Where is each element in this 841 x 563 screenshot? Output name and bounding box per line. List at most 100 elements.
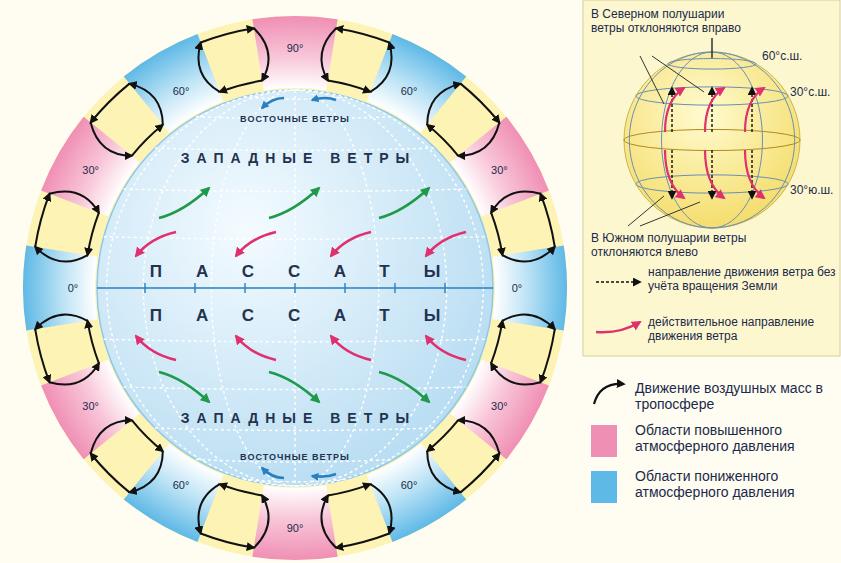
air-flow-arrow: [88, 321, 99, 363]
air-flow-arrow: [130, 451, 163, 492]
latitude-label: 60°: [173, 479, 190, 492]
inset-latitude: 60°с.ш.: [762, 50, 802, 64]
actual-wind-direction: [665, 150, 684, 198]
air-flow-arrow: [91, 123, 132, 156]
air-flow-arrow: [201, 28, 254, 42]
trade-wind-arrow: [236, 336, 276, 360]
air-flow-arrow: [35, 247, 87, 262]
inset-parallel: [668, 59, 756, 70]
air-flow-arrow: [328, 81, 370, 92]
globe: [97, 90, 493, 486]
pressure-belt: [252, 486, 337, 561]
earth-axis: [711, 38, 713, 58]
air-flow-arrow: [201, 534, 254, 548]
air-flow-arrow: [35, 194, 49, 247]
air-flow-arrow: [35, 314, 87, 329]
leader-line: [652, 56, 704, 92]
legend-text: направление движения ветра без учёта вра…: [648, 266, 836, 294]
air-flow-arrow: [461, 84, 500, 123]
equator-tick: [244, 283, 245, 293]
legend-text: Области повышенного атмосферного давлени…: [635, 422, 835, 454]
latitude-label: 30°: [491, 400, 508, 413]
air-flow-arrow: [491, 191, 540, 212]
latitude-label: 90°: [287, 42, 304, 55]
trade-wind-arrow: [236, 232, 276, 256]
direction-no-rotation: [671, 88, 672, 132]
air-flow-arrow: [491, 213, 502, 255]
air-flow-arrow: [254, 28, 269, 80]
legend-swatch: [590, 470, 618, 504]
air-flow-arrow: [502, 247, 554, 262]
leader-line: [640, 202, 700, 226]
westerly-wind-arrow: [159, 188, 209, 218]
air-flow-arrow: [491, 321, 502, 363]
air-flow-arrow: [370, 43, 391, 92]
air-flow-arrow: [91, 420, 132, 453]
air-flow-arrow: [88, 213, 99, 255]
air-flow-arrow: [502, 314, 554, 329]
air-flow-arrow: [370, 484, 391, 533]
air-flow-arrow: [541, 329, 555, 382]
westerly-wind-arrow: [269, 188, 319, 218]
trade-wind-arrow: [136, 232, 176, 256]
wind-belt-label: ПАССАТЫ: [116, 262, 475, 282]
trade-wind-arrow: [331, 232, 371, 256]
air-flow-arrow: [50, 363, 99, 384]
air-flow-arrow: [91, 84, 130, 123]
inset-latitude: 30°ю.ш.: [790, 184, 833, 198]
inset-caption: В Южном полушарии ветры отклоняются влев…: [591, 232, 751, 260]
equator-tick: [344, 283, 345, 293]
inset-panel: [583, 0, 840, 356]
wind-belt-label: ЗАПАДНЫЕ ВЕТРЫ: [174, 150, 416, 166]
air-flow-arrow: [336, 534, 389, 548]
legend-dashed-arrow: [596, 281, 640, 282]
legend-flow-arrow: [594, 384, 624, 404]
direction-no-rotation: [751, 88, 752, 132]
direction-no-rotation: [671, 150, 672, 198]
actual-wind-direction: [665, 88, 684, 132]
air-flow-arrow: [198, 43, 219, 92]
air-flow-arrow: [130, 84, 163, 125]
air-flow-arrow: [91, 454, 130, 493]
westerly-wind-arrow: [269, 372, 319, 402]
equator-tick: [194, 283, 195, 293]
air-flow-arrow: [336, 28, 389, 42]
air-flow-arrow: [321, 495, 336, 547]
actual-wind-direction: [745, 150, 764, 198]
air-flow-arrow: [321, 28, 336, 80]
westerly-wind-arrow: [159, 372, 209, 402]
equator-tick: [444, 283, 445, 293]
latitude-label: 30°: [491, 164, 508, 177]
equator-tick: [144, 283, 145, 293]
legend-swatch: [590, 424, 618, 458]
actual-wind-direction: [705, 88, 724, 132]
legend-text: Области пониженного атмосферного давлени…: [635, 468, 835, 500]
inset-globe: [624, 52, 800, 228]
air-flow-arrow: [220, 81, 262, 92]
air-flow-arrow: [427, 451, 460, 492]
inset-parallel: [624, 129, 800, 150]
direction-no-rotation: [711, 150, 712, 198]
air-flow-arrow: [198, 484, 219, 533]
latitude-label: 60°: [401, 479, 418, 492]
air-flow-arrow: [461, 454, 500, 493]
trade-wind-arrow: [136, 336, 176, 360]
leader-line: [628, 196, 664, 226]
latitude-label: 0°: [512, 282, 523, 295]
latitude-label: 60°: [173, 84, 190, 97]
wind-belt-label: ЗАПАДНЫЕ ВЕТРЫ: [174, 410, 416, 426]
easterly-wind-arrow: [312, 98, 336, 100]
westerly-wind-arrow: [379, 188, 429, 218]
pressure-belt: [23, 245, 98, 330]
trade-wind-arrow: [426, 336, 466, 360]
latitude-label: 90°: [287, 522, 304, 535]
legend-pink-arrow: [596, 322, 640, 332]
inset-caption: В Северном полушарии ветры отклоняются в…: [591, 8, 759, 36]
easterly-wind-arrow: [262, 468, 284, 478]
air-flow-arrow: [254, 495, 269, 547]
direction-no-rotation: [751, 150, 752, 198]
latitude-label: 0°: [68, 282, 79, 295]
westerly-wind-arrow: [379, 372, 429, 402]
air-flow-arrow: [458, 420, 499, 453]
meridian: [294, 90, 295, 486]
